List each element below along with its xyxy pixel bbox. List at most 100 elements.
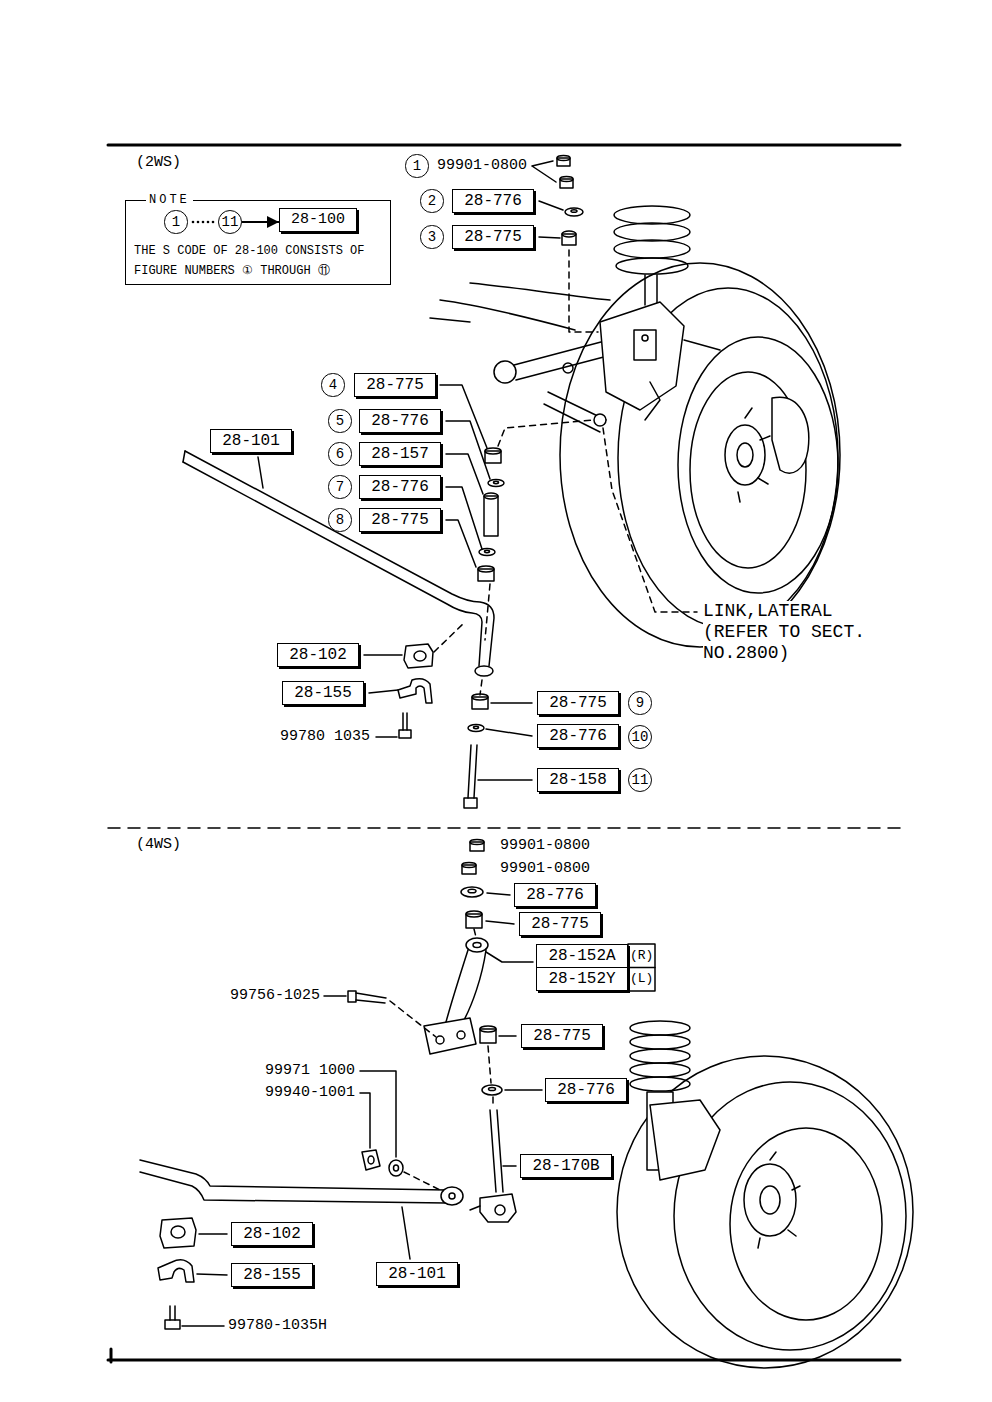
hardware-part [557,158,570,166]
hardware-part [394,1165,399,1171]
wheel-tire [772,397,809,473]
leader-line [376,736,397,738]
hardware-part [470,1206,480,1210]
leader-line [402,1207,410,1259]
leader-line [499,1035,516,1037]
callout-number: 11 [222,214,239,230]
callout-number: 10 [632,729,649,745]
leader-line [491,702,532,704]
part-number-box: 28-775 [359,508,441,532]
coil-spring [645,275,657,305]
leader-line [478,779,532,781]
leader-line [369,690,398,693]
leader-line [505,1089,542,1091]
coil-spring [614,206,690,224]
leader-line [258,161,563,780]
wheel-tire [758,1152,800,1248]
side-marker: (L) [630,972,653,987]
wheel-tire [760,1186,780,1214]
stabilizer-bar [170,1306,175,1320]
hardware-part [484,496,498,536]
hardware-part [461,887,483,897]
leader-line [486,921,514,924]
part-number-box: 28-776 [545,1078,627,1102]
hardware-part [479,549,495,556]
stabilizer-bar [475,666,493,676]
coil-spring [630,1049,690,1063]
callout-circle: 9 [628,691,651,714]
leader-line [539,237,560,238]
hardware-part [482,1085,502,1095]
part-number-box: 28-775 [519,912,601,936]
coil-spring [630,1021,690,1035]
note-box: NOTETHE S CODE OF 28-100 CONSISTS OF FIG… [125,200,391,285]
leader-line [532,161,556,182]
part-code: 99940-1001 [265,1084,355,1101]
part-number-box: 28-102 [231,1222,313,1246]
leader-line [446,487,482,549]
hardware-part [494,481,499,483]
stabilizer-bar [160,1218,196,1248]
part-number-box: 28-775 [521,1024,603,1048]
section-divider [108,827,900,829]
part-number: 28-152Y [548,970,615,988]
hardware-part [495,1205,505,1215]
note-dots [202,221,205,224]
part-number-box: 28-776 [514,883,596,907]
callout-circle: 1 [405,154,428,177]
hardware-part [489,1087,496,1090]
part-number: 28-158 [549,771,607,789]
wheel-tire [737,443,753,467]
hardware-part [470,840,484,845]
part-number-box: 28-158 [537,768,619,792]
suspension-arm [600,302,684,410]
leader-line [199,1233,227,1235]
callout-number: 4 [329,377,337,393]
wheel-tire [560,263,840,647]
hardware-part [468,889,476,893]
leader-line [364,654,402,656]
assembly-line [485,584,490,640]
coil-spring [630,1021,720,1180]
part-number: 28-101 [222,432,280,450]
hardware-part [565,208,583,216]
part-number-box: 28-100 [279,208,357,232]
coil-spring [630,1077,690,1091]
hardware-part [480,1026,496,1032]
callout-circle: 6 [328,442,351,465]
hardware-part [562,231,576,237]
frame-rule [108,144,900,147]
hardware-part [466,911,482,917]
wheel-tire [730,1128,882,1320]
hardware-part [436,1036,444,1044]
part-number: 28-775 [464,228,522,246]
note-dots [207,221,210,224]
stabilizer-bar [183,451,494,738]
leader-line [182,893,542,1326]
stabilizer-bar [441,1187,463,1205]
coil-spring [616,258,688,274]
hardware-part [348,991,356,1002]
hardware-part [478,566,494,572]
coil-spring [630,1035,690,1049]
leader-line [446,454,483,494]
hardware-part [485,448,501,454]
leader-line [440,385,487,448]
part-code: 99971 1000 [265,1062,355,1079]
note-text: THE S CODE OF 28-100 CONSISTS OF FIGURE … [134,241,386,281]
part-code: 99901-0800 [500,837,590,854]
stabilizer-bar [183,462,482,666]
part-number-box: 28-152Y [536,967,627,991]
suspension-arm [642,335,648,341]
side-marker-box [628,944,655,991]
assembly-line [390,1001,436,1037]
frame-rule [110,1349,113,1362]
part-number-box: 28-170B [520,1154,611,1178]
assembly-line [474,929,476,937]
suspension-arm [430,318,470,322]
wheel-tire [617,1056,913,1368]
stabilizer-bar [185,451,494,666]
section-divider [108,827,900,829]
leader-line [503,1165,516,1167]
leader-line [360,1093,370,1148]
